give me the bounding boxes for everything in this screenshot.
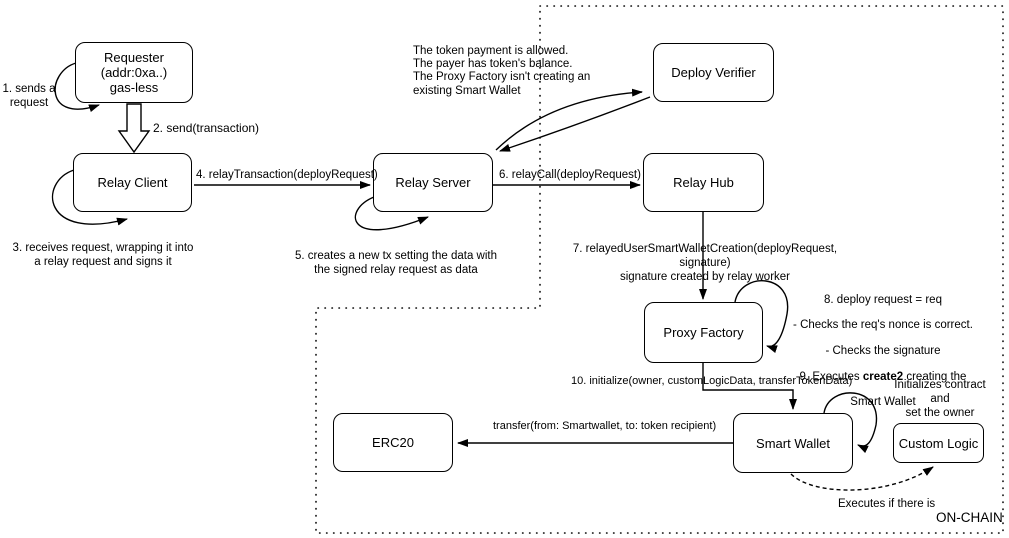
step2-label: 2. send(transaction) [153,121,260,135]
note-text-bold: create2 [862,370,904,383]
arrow-proxy-factory-to-smart-wallet [702,363,797,410]
step3-label: 3. receives request, wrapping it into a … [12,242,194,268]
node-deploy-verifier: Deploy Verifier [653,43,774,102]
node-relay-client: Relay Client [73,153,192,212]
step4-label: 4. relayTransaction(deployRequest) [196,169,378,181]
note-line: 8. deploy request = req [824,293,942,306]
self-loop-requester [54,62,100,113]
node-requester: Requester (addr:0xa..) gas-less [75,42,193,103]
node-custom-logic: Custom Logic [893,423,984,463]
node-label: Custom Logic [898,435,979,451]
onchain-dotted-boundary [315,5,1004,534]
node-relay-hub: Relay Hub [643,153,764,212]
note-line: - Checks the signature [825,344,941,357]
self-loop-relay-client [51,169,128,226]
step7-label: 7. relayedUserSmartWalletCreation(deploy… [572,243,838,283]
self-loop-relay-server [354,196,429,231]
step10-label: 10. initialize(owner, customLogicData, t… [571,375,853,387]
send-transaction-block-arrow [117,103,151,154]
node-label: Relay Hub [673,175,734,190]
node-label: gas-less [109,80,159,95]
node-proxy-factory: Proxy Factory [644,302,763,363]
onchain-region-label: ON-CHAIN [936,510,1003,525]
node-label: Deploy Verifier [671,65,756,80]
self-loop-proxy-factory [734,280,789,353]
note-line: 9. Executes create2 creating the [783,371,983,384]
transfer-call-label: transfer(from: Smartwallet, to: token re… [493,420,717,432]
node-label: Smart Wallet [756,435,830,451]
step6-label: 6. relayCall(deployRequest) [499,169,641,181]
arrow-deploy-verifier-to-relay-server [499,96,651,152]
dashed-arrow-smart-wallet-to-custom-logic [790,466,934,491]
proxy-checks-note: 8. deploy request = req - Checks the req… [783,281,983,422]
executes-note: Executes if there is [838,498,936,510]
arrow-relay-server-to-deploy-verifier [495,88,643,151]
node-label: Relay Server [395,175,471,190]
note-text: creating the [906,370,967,383]
note-line: - Checks the req's nonce is correct. [793,319,973,332]
node-label: Relay Client [97,175,168,190]
self-loop-smart-wallet [823,392,878,454]
node-label: ERC20 [372,435,414,450]
note-text: 9. Executes [799,370,860,383]
node-label: Proxy Factory [663,325,744,340]
node-label: Requester [104,50,164,65]
node-label: (addr:0xa..) [100,65,168,80]
verifier-note: The token payment is allowed. The payer … [413,45,591,97]
note-line: Smart Wallet [850,396,916,409]
node-relay-server: Relay Server [373,153,493,212]
step1-label: 1. sends a request [2,83,56,109]
step5-label: 5. creates a new tx setting the data wit… [295,250,498,276]
node-smart-wallet: Smart Wallet [733,413,853,473]
node-erc20: ERC20 [333,413,453,472]
node-label-group: Requester (addr:0xa..) gas-less [101,50,167,95]
init-note: Initializes contract and set the owner [894,379,986,419]
